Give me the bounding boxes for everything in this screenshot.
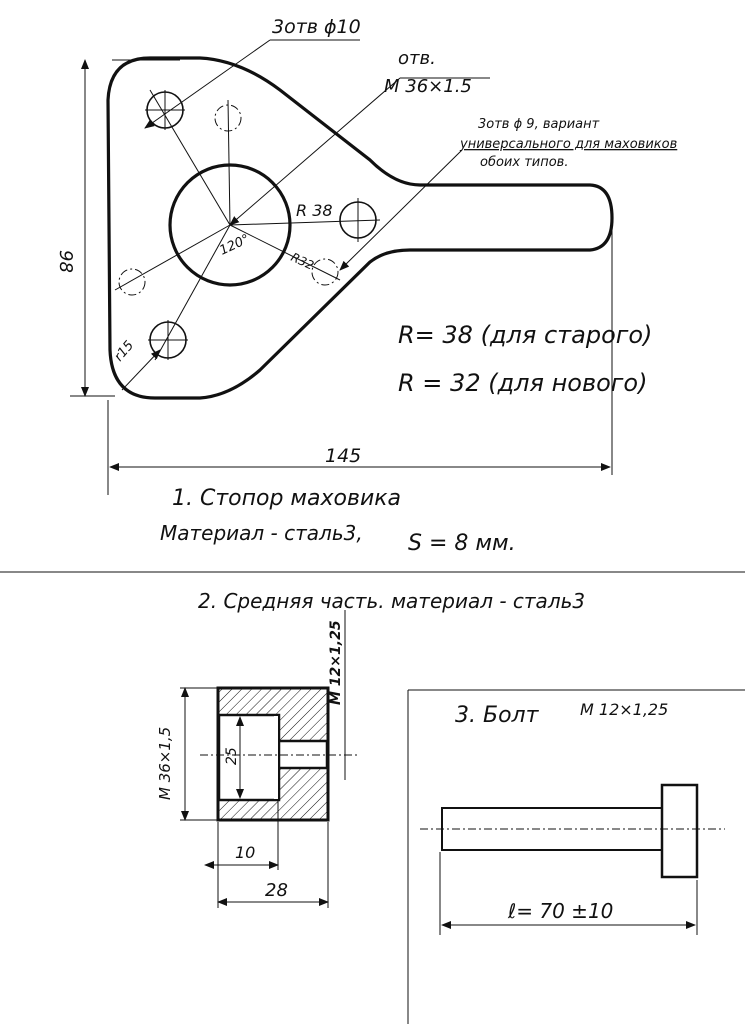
note-r-old: R= 38 (для старого) [398, 321, 652, 349]
label-holes-9-line3: обоих типов. [480, 155, 568, 170]
dim-thread-inner: М 12×1,25 [328, 620, 344, 705]
dim-r15: r15 [112, 338, 138, 364]
part3-thread: М 12×1,25 [580, 700, 668, 719]
part2-title: 2. Средняя часть. материал - сталь3 [198, 589, 585, 613]
dim-r38: R 38 [296, 201, 333, 220]
dim-thread-outer: М 36×1,5 [156, 727, 174, 800]
note-r-new: R = 32 (для нового) [398, 369, 647, 397]
hole-9-right [311, 258, 339, 286]
part2-middle-part: 2. Средняя часть. материал - сталь3 М 36… [156, 589, 585, 908]
bolt-head [660, 783, 699, 879]
label-thread-hole-line1: отв. [398, 48, 436, 69]
part3-bolt: 3. Болт М 12×1,25 ℓ= 70 ±10 [407, 689, 745, 1024]
bolt-length: ℓ= 70 ±10 [507, 899, 613, 923]
label-thread-hole-line2: М 36×1.5 [384, 76, 472, 97]
label-holes-9-line2: универсального для маховиков [459, 137, 677, 152]
label-holes-9-line1: 3отв ϕ 9, вариант [478, 117, 600, 132]
dim-width: 145 [325, 445, 361, 467]
label-holes-10: 3отв ϕ10 [272, 16, 361, 38]
part1-thickness: S = 8 мм. [408, 531, 516, 556]
hole-9-left [118, 268, 146, 296]
centerlines [70, 39, 613, 495]
part1-material: Материал - сталь3, [160, 521, 363, 545]
part3-title: 3. Болт [455, 703, 540, 728]
dim-angle: 120° [217, 232, 252, 259]
part1-title: 1. Стопор маховика [172, 486, 401, 511]
center-thread-hole [168, 163, 292, 287]
dim-height: 98 [55, 250, 76, 273]
part1-flywheel-stopper: 3отв ϕ10 отв. М 36×1.5 3отв ϕ 9, вариант… [55, 16, 677, 556]
dim-depth: 10 [235, 843, 255, 862]
stopper-outline [106, 56, 614, 400]
dim-bore: 25 [224, 747, 240, 765]
dim-length: 28 [265, 880, 288, 901]
